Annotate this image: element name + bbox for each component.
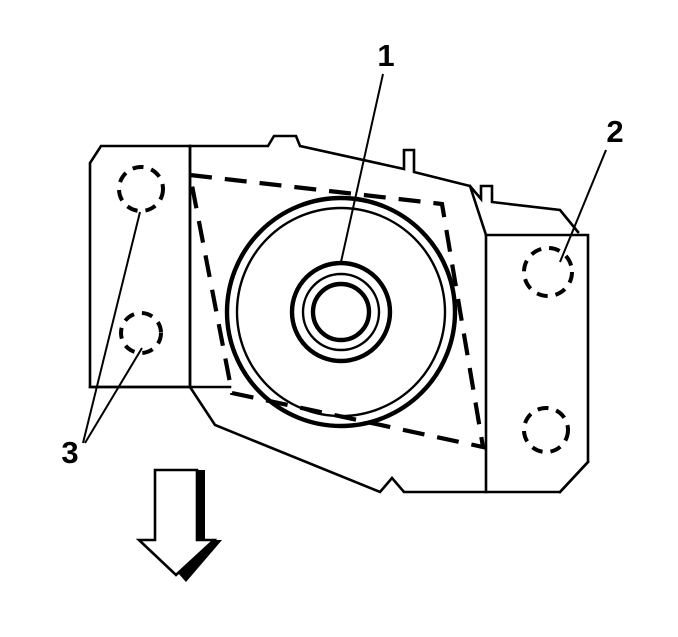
hub-ring-mid-inner [301, 272, 381, 352]
leader-line-3b [84, 347, 143, 444]
fastener-holes [117, 165, 574, 454]
mount-hub-rings [224, 195, 458, 429]
left-bracket-flange [88, 144, 232, 389]
hole-right-lower [522, 406, 570, 454]
leader-line-1 [340, 73, 384, 263]
hidden-outline-quad [187, 172, 486, 450]
hub-ring-outer [224, 195, 458, 429]
hole-left-upper [117, 165, 165, 213]
hidden-position-outline [187, 172, 486, 450]
leader-line-3a [82, 211, 141, 444]
callout-label-2: 2 [606, 114, 623, 149]
direction-arrow [135, 468, 222, 582]
direction-arrow-body [135, 468, 218, 577]
direction-arrow-shadow [178, 470, 222, 582]
hole-left-lower [119, 311, 163, 355]
body-top-contour [188, 134, 580, 234]
callout-labels: 1 2 3 [61, 38, 623, 470]
right-bracket-top-chamfer [468, 184, 488, 237]
right-bracket-outline [484, 233, 590, 494]
leader-lines [82, 73, 607, 444]
hole-right-upper [522, 246, 574, 298]
hub-ring-mid [289, 260, 393, 364]
hub-ring-bore [310, 281, 372, 343]
leader-line-2 [559, 149, 607, 263]
hub-ring-outer-inner [235, 206, 447, 418]
callout-label-1: 1 [377, 38, 394, 73]
callout-label-3: 3 [61, 435, 78, 470]
right-bracket-flange [468, 184, 590, 494]
